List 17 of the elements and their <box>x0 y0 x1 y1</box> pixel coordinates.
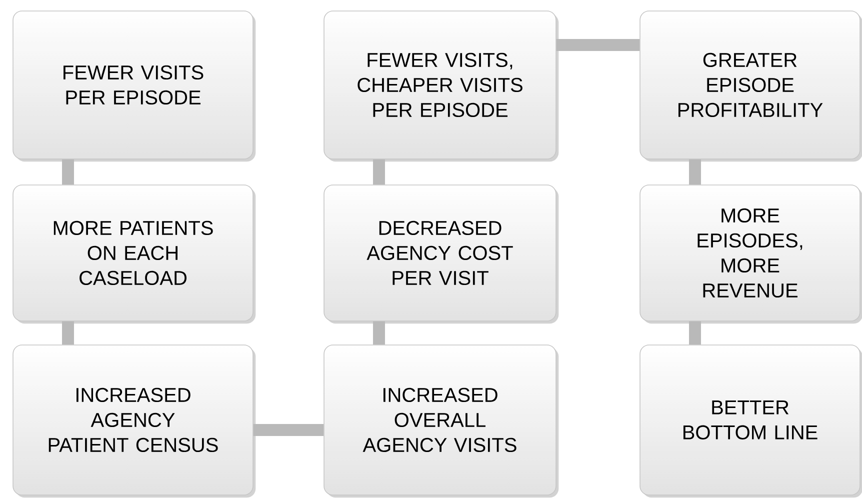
process-box: FEWER VISITS PER EPISODE <box>12 10 256 162</box>
process-box: BETTER BOTTOM LINE <box>640 344 862 498</box>
connector-bar <box>689 159 701 185</box>
connector-bar <box>373 321 385 345</box>
process-box: INCREASED AGENCY PATIENT CENSUS <box>12 344 256 498</box>
connector-bar <box>253 424 324 436</box>
process-box: GREATER EPISODE PROFITABILITY <box>640 10 862 162</box>
process-box: INCREASED OVERALL AGENCY VISITS <box>324 344 559 498</box>
connector-bar <box>62 159 74 185</box>
connector-bar <box>556 38 640 51</box>
connector-bar <box>689 321 701 345</box>
process-box: DECREASED AGENCY COST PER VISIT <box>324 184 559 324</box>
process-box: FEWER VISITS, CHEAPER VISITS PER EPISODE <box>324 10 559 162</box>
connector-bar <box>62 321 74 345</box>
process-box: MORE PATIENTS ON EACH CASELOAD <box>12 184 256 324</box>
connector-bar <box>373 159 385 185</box>
process-box: MORE EPISODES, MORE REVENUE <box>640 184 862 324</box>
